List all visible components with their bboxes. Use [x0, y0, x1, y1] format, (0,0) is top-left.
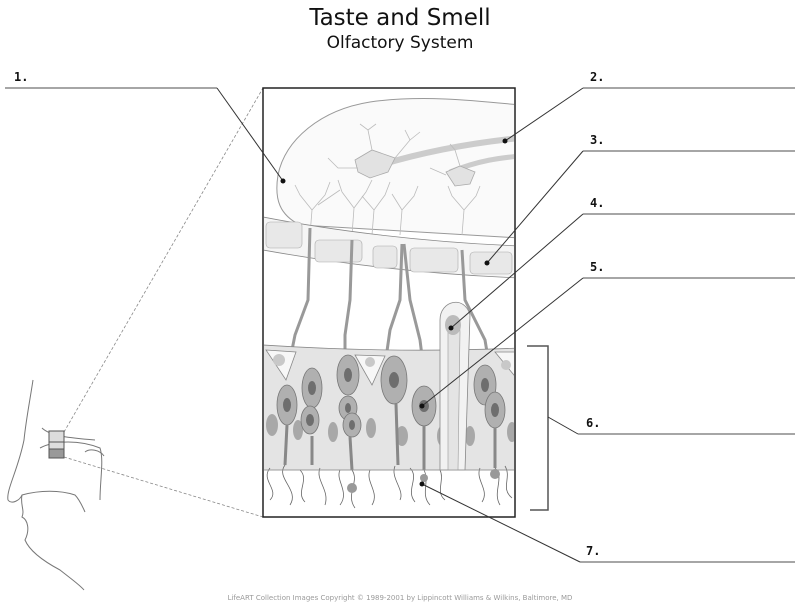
label-number-5: 5.	[590, 260, 605, 274]
worksheet-subtitle: Olfactory System	[326, 33, 474, 53]
dendrite-branches	[294, 123, 481, 236]
label-lines	[5, 87, 795, 563]
mitral-cells	[354, 149, 476, 187]
label-number-6: 6.	[586, 416, 601, 430]
worksheet-title: Taste and Smell	[309, 5, 491, 31]
olfactory-epithelium	[264, 344, 514, 471]
bowmans-gland	[439, 301, 471, 471]
label-number-3: 3.	[590, 133, 605, 147]
copyright-notice: LifeART Collection Images Copyright © 19…	[227, 594, 573, 602]
label-number-7: 7.	[586, 544, 601, 558]
face-profile-illustration	[7, 379, 105, 591]
olfactory-bulb	[276, 98, 514, 239]
label-number-1: 1.	[14, 70, 29, 84]
cilia-knobs	[347, 469, 500, 493]
label-number-4: 4.	[590, 196, 605, 210]
cribriform-plate	[264, 216, 514, 279]
nasal-region-box	[48, 430, 65, 459]
magnification-guides	[63, 87, 264, 518]
label-number-2: 2.	[590, 70, 605, 84]
olfactory-axons	[288, 227, 492, 381]
